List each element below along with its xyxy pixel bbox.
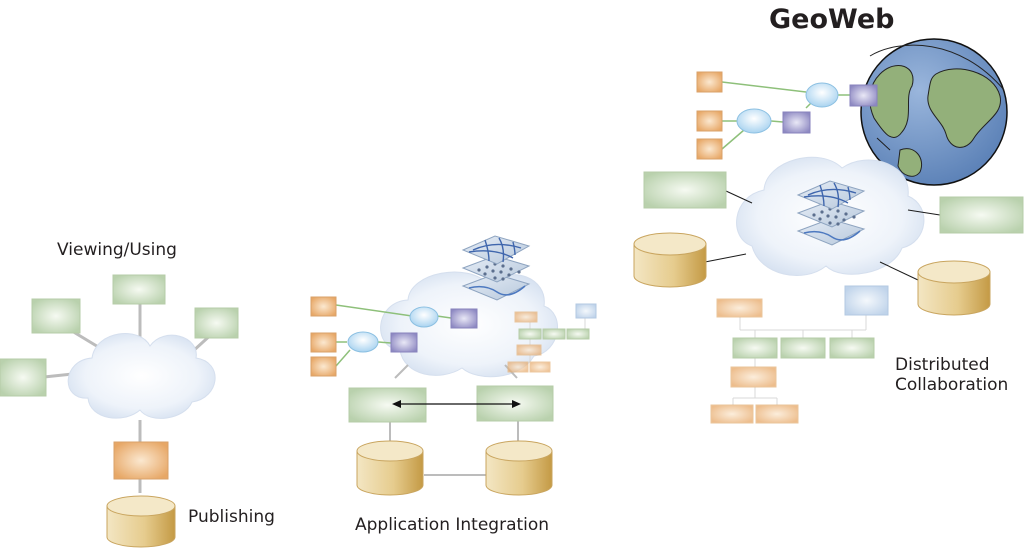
viewing-publishing-group [0,274,239,548]
app-client-orange-3 [310,356,337,377]
label-publishing: Publishing [188,507,275,527]
integration-arrow [392,400,521,408]
dist-database-left [633,232,707,288]
dist-service-purple-1 [849,84,878,107]
app-client-orange-1 [310,296,337,317]
app-service-oval-1 [409,306,439,328]
globe-icon [860,38,1008,186]
dist-service-oval-1 [805,82,839,108]
app-service-oval-2 [347,331,379,353]
diagram-title: GeoWeb [769,4,895,35]
dist-service-purple-2 [782,111,811,134]
cloud-viewing [67,333,216,419]
app-database-right [485,440,553,496]
distributed-collaboration-group [633,38,1024,424]
dist-server-left [643,171,727,209]
viewer-node-right [194,307,239,339]
dist-client-orange-1 [696,71,723,93]
app-small-hierarchy [529,318,586,362]
label-application-integration: Application Integration [355,515,550,535]
viewer-node-far-left [0,358,47,397]
viewer-node-left [31,298,81,334]
app-server-left [348,387,427,423]
publishing-database [106,495,176,548]
dist-hierarchy [732,314,867,405]
dist-server-right [939,196,1024,234]
dist-client-orange-3 [696,138,723,160]
dist-service-oval-2 [736,108,772,134]
publishing-server-node [113,441,169,480]
label-distributed: Distributed [895,355,990,375]
viewer-node-top [112,274,166,305]
app-database-left [356,440,424,496]
label-viewing-using: Viewing/Using [57,240,177,260]
dist-database-right [917,260,991,316]
app-service-purple-1 [450,308,478,329]
label-collaboration: Collaboration [895,375,1009,395]
application-integration-group [310,235,597,496]
dist-client-orange-2 [696,110,723,132]
app-service-purple-2 [390,332,418,353]
app-client-orange-2 [310,332,337,353]
